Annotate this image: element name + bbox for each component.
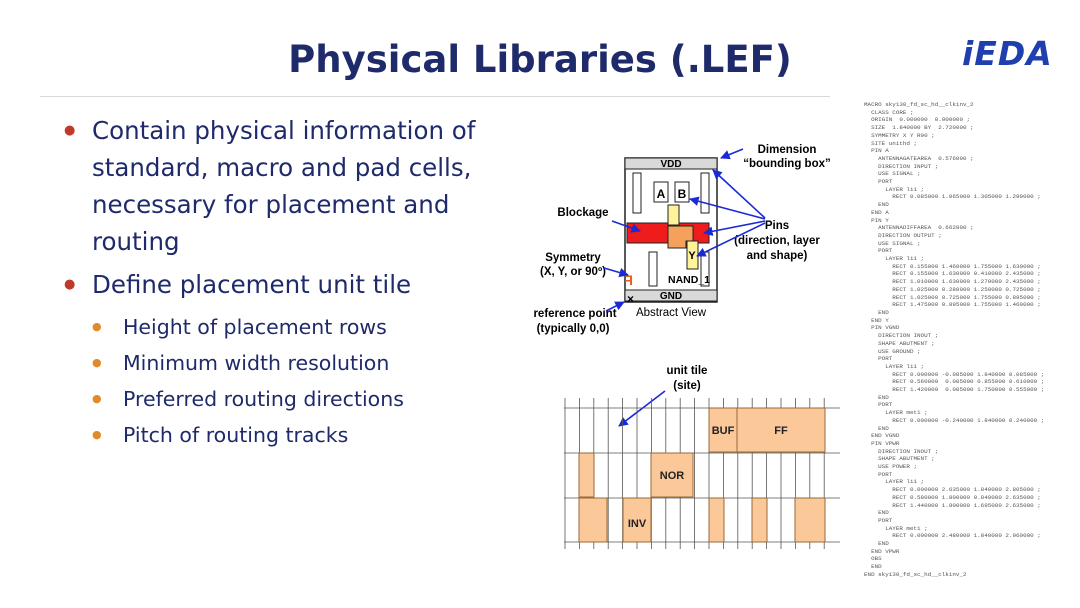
pin-y-label: Y xyxy=(688,250,696,262)
lef-code-listing: MACRO sky130_fd_sc_hd__clkinv_2 CLASS CO… xyxy=(864,101,1045,578)
vdd-label: VDD xyxy=(660,159,681,170)
reference-point-label: (typically 0,0) xyxy=(537,323,610,335)
page-title: Physical Libraries (.LEF) xyxy=(288,38,792,81)
unit-tile-label: (site) xyxy=(673,380,701,392)
bullet-item: Define placement unit tile xyxy=(64,266,534,303)
lef-diagram: VDD GND A B Y NAND_1 F × Abstract View D… xyxy=(533,144,840,549)
cell-inv xyxy=(622,497,652,543)
pin-arrow xyxy=(689,196,766,220)
pin-a-box xyxy=(653,181,669,203)
abstract-view-caption: Abstract View xyxy=(636,307,707,319)
placed-cells xyxy=(578,407,826,543)
gnd-label: GND xyxy=(660,291,682,302)
cell-nor xyxy=(650,452,694,498)
cell-block xyxy=(751,497,768,543)
reference-point-label: reference point xyxy=(533,308,616,320)
cell-name-label: NAND_1 xyxy=(668,274,710,286)
sub-bullet-item: Minimum width resolution xyxy=(64,345,534,381)
sub-bullet-item: Height of placement rows xyxy=(64,309,534,345)
bullet-list: Contain physical information of standard… xyxy=(64,112,534,453)
sub-bullet-item: Preferred routing directions xyxy=(64,381,534,417)
sub-bullet-item: Pitch of routing tracks xyxy=(64,417,534,453)
pin-shape xyxy=(667,204,680,226)
pin-b-box xyxy=(674,181,690,203)
cell-buf-label: BUF xyxy=(712,425,735,437)
dimension-label: Dimension xyxy=(758,144,817,156)
cell-ff-label: FF xyxy=(774,425,788,437)
bullet-item: Contain physical information of standard… xyxy=(64,112,534,260)
blockage-label: Blockage xyxy=(557,207,608,219)
pin-b-label: B xyxy=(678,187,687,201)
symmetry-f-icon: F xyxy=(624,272,633,288)
cell-inv-label: INV xyxy=(628,518,647,530)
metal-strip xyxy=(648,251,658,287)
cell-block xyxy=(578,497,608,543)
unit-tile-label: unit tile xyxy=(667,365,708,377)
cell-buf xyxy=(708,407,738,453)
cell-ff xyxy=(736,407,826,453)
pin-arrow xyxy=(712,169,766,219)
abstract-view-cell: VDD GND A B Y NAND_1 F × xyxy=(624,157,718,306)
symmetry-label: (X, Y, or 90º) xyxy=(540,266,606,278)
dimension-arrow xyxy=(720,148,744,160)
callout-arrows xyxy=(603,148,766,312)
reference-arrow xyxy=(605,301,625,312)
bounding-box-label: “bounding box” xyxy=(743,158,831,170)
metal-strip xyxy=(700,172,710,214)
logo: iEDA xyxy=(962,34,1053,73)
pin-a-label: A xyxy=(657,187,666,201)
reference-point-x-icon: × xyxy=(627,292,634,306)
pins-label: (direction, layer xyxy=(734,235,820,247)
metal-strip xyxy=(632,172,642,214)
gnd-rail xyxy=(624,289,718,302)
pin-shape xyxy=(667,225,694,249)
cell-block xyxy=(708,497,725,543)
symmetry-arrow xyxy=(603,267,629,278)
vdd-rail xyxy=(624,157,718,170)
pins-label: Pins xyxy=(765,220,789,232)
cell-block xyxy=(794,497,826,543)
pins-label: and shape) xyxy=(747,250,808,262)
cell-nor-label: NOR xyxy=(660,470,685,482)
pin-arrow xyxy=(696,222,766,257)
blockage-arrow xyxy=(611,220,641,233)
pin-arrow xyxy=(703,220,766,237)
symmetry-label: Symmetry xyxy=(545,252,601,264)
title-divider xyxy=(40,96,830,97)
unit-tile-arrow xyxy=(618,390,666,427)
cell-block xyxy=(578,452,595,498)
